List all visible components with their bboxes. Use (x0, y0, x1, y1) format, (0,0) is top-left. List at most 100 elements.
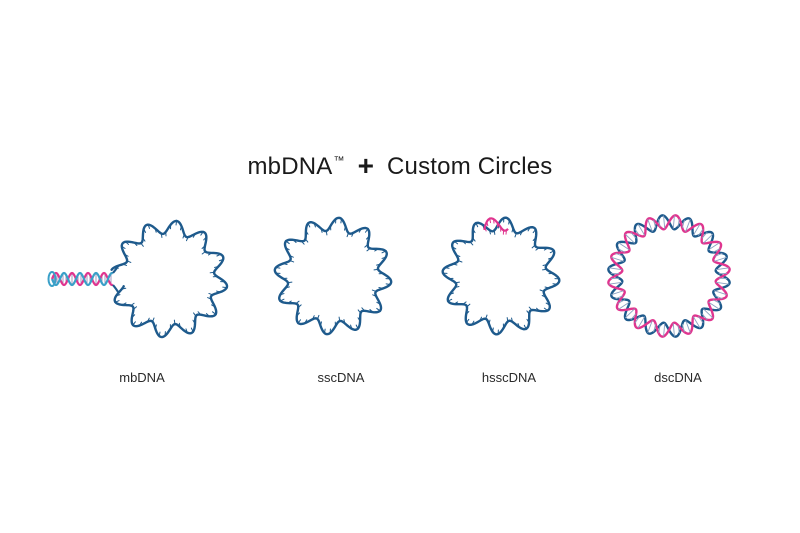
hsscdna-strand (441, 216, 561, 336)
title-main: mbDNA (247, 153, 333, 180)
mbdna-base-tick (207, 251, 214, 256)
dscdna-base-pair (713, 256, 727, 262)
dscdna-strand-magenta (607, 214, 731, 338)
hsscdna-base-tick (443, 267, 450, 269)
mbdna-base-tick (207, 297, 213, 301)
hsscdna-base-tick (527, 226, 532, 232)
dscdna-base-pair (658, 324, 661, 334)
dscdna-base-pair (712, 299, 721, 304)
sscdna-base-tick (340, 217, 343, 224)
hsscdna-base-tick (541, 294, 548, 299)
mbdna-base-tick (160, 232, 163, 238)
mbdna-base-tick (185, 235, 189, 242)
hsscdna-base-tick (478, 316, 483, 323)
hsscdna-base-tick (511, 226, 514, 233)
mbdna-stem-join-top (112, 265, 119, 274)
mbdna-base-tick (154, 324, 157, 330)
sscdna-base-tick (344, 224, 347, 231)
hsscdna-base-tick (454, 253, 461, 258)
hsscdna-hybrid-tick (489, 217, 492, 224)
hsscdna-base-tick (493, 229, 496, 235)
dscdna-base-pair (715, 281, 730, 285)
hsscdna-base-tick (454, 281, 460, 284)
mbdna-base-tick (147, 223, 151, 229)
sscdna-base-tick (323, 328, 326, 335)
hsscdna-base-tick (547, 256, 554, 260)
hsscdna-base-tick (465, 303, 471, 308)
sscdna-base-tick (288, 259, 295, 263)
sscdna-strand (273, 216, 393, 336)
hsscdna-base-tick (488, 319, 491, 326)
mbdna-base-tick (124, 240, 129, 245)
sscdna-base-tick (288, 254, 294, 258)
mbdna-base-tick (129, 302, 135, 307)
sscdna-base-tick (364, 227, 369, 233)
label-sscdna: sscDNA (317, 370, 365, 385)
dscdna-base-pair (617, 248, 626, 253)
hsscdna-base-tick (519, 229, 524, 236)
sscdna-base-tick (325, 229, 328, 236)
sscdna-base-tick (338, 316, 341, 323)
sscdna-base-tick (286, 300, 292, 304)
dscdna-base-pair (634, 316, 641, 324)
sscdna-base-tick (364, 243, 369, 248)
hsscdna-base-tick (461, 240, 466, 245)
mbdna-circle-graphic (47, 219, 229, 339)
sscdna-base-tick (303, 319, 308, 325)
dscdna-base-pair (701, 313, 708, 321)
sscdna-base-tick (374, 248, 380, 252)
mbdna-base-tick (132, 306, 137, 311)
title-rest: Custom Circles (387, 153, 553, 180)
mbdna-base-tick (131, 321, 136, 327)
sscdna-base-tick (385, 283, 392, 286)
hsscdna-base-tick (465, 311, 470, 316)
mbdna-hairpin-loop (47, 271, 57, 287)
sscdna-base-tick (319, 321, 322, 328)
mbdna-base-tick (138, 321, 143, 327)
label-hsscdna: hsscDNA (481, 370, 537, 385)
hsscdna-base-tick (461, 301, 467, 306)
hsscdna-base-tick (543, 247, 549, 251)
dscdna-base-pair (672, 215, 675, 229)
sscdna-base-tick (297, 319, 302, 325)
hsscdna-base-tick (453, 301, 459, 305)
sscdna-base-tick (316, 314, 320, 321)
sscdna-base-tick (351, 231, 355, 237)
dscdna-circle-graphic (607, 214, 731, 338)
hsscdna-base-tick (451, 263, 458, 266)
hsscdna-base-tick (446, 298, 453, 302)
sscdna-circle-graphic (273, 216, 393, 336)
dscdna-base-pair (713, 290, 727, 296)
dscdna-base-pair (658, 218, 661, 228)
hsscdna-base-tick (448, 292, 455, 296)
dscdna-base-pair (615, 252, 624, 257)
mbdna-base-tick (114, 300, 120, 304)
hsscdna-base-tick (528, 306, 533, 312)
mbdna-base-tick (205, 313, 211, 318)
dscdna-base-pair (702, 308, 714, 319)
dscdna-base-pair (697, 228, 704, 236)
plus-sign: + (357, 150, 375, 181)
hsscdna-base-tick (526, 318, 530, 324)
dscdna-base-pair (624, 308, 636, 319)
sscdna-base-tick (313, 221, 316, 228)
dscdna-base-pair (714, 252, 723, 257)
mbdna-base-tick (120, 287, 127, 290)
hsscdna-base-tick (488, 228, 491, 235)
dscdna-base-pair (685, 320, 691, 333)
label-dscdna: dscDNA (654, 370, 702, 385)
dscdna-base-pair (647, 320, 653, 333)
hsscdna-base-tick (453, 240, 459, 245)
dscdna-base-pair (634, 228, 641, 236)
sscdna-base-tick (372, 294, 378, 298)
mbdna-base-tick (130, 314, 136, 319)
sscdna-base-tick (297, 304, 302, 309)
mbdna-base-tick (218, 258, 225, 262)
sscdna-base-tick (343, 319, 346, 325)
mbdna-base-tick (211, 304, 217, 308)
mbdna-base-tick (154, 227, 157, 233)
mbdna-base-tick (222, 286, 228, 289)
mbdna-base-tick (201, 250, 207, 255)
sscdna-base-tick (274, 266, 281, 269)
sscdna-base-tick (378, 287, 385, 290)
